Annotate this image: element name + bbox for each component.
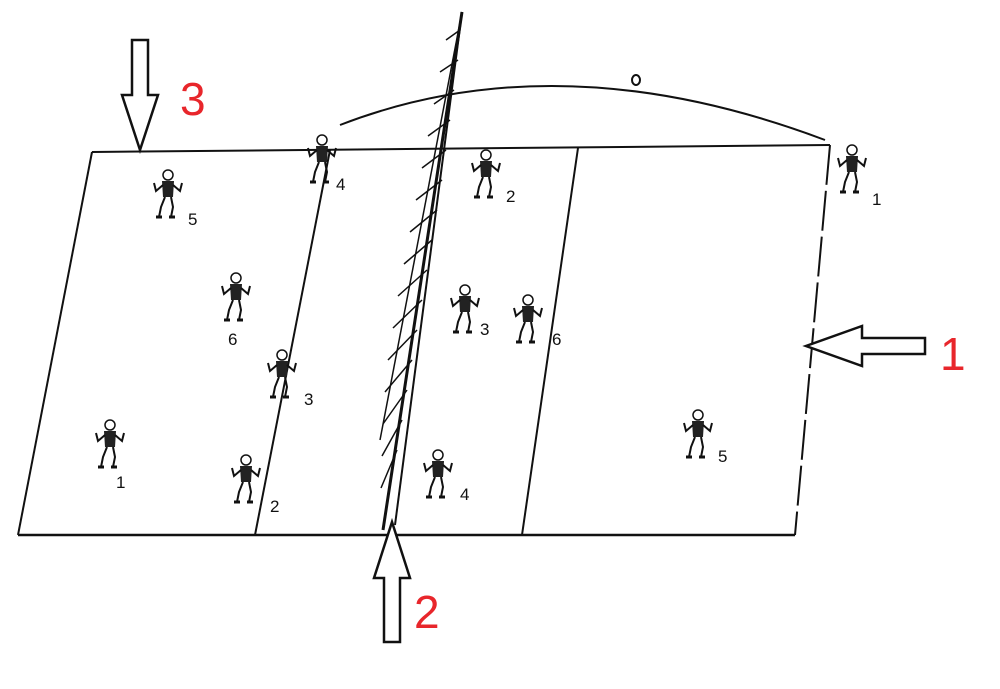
player-right-1: 1 xyxy=(836,143,881,209)
court-right-line xyxy=(794,144,831,536)
svg-text:6: 6 xyxy=(228,330,237,349)
svg-text:1: 1 xyxy=(872,190,881,209)
court-top-line xyxy=(91,144,831,153)
player-left-5: 5 xyxy=(152,168,197,229)
svg-text:5: 5 xyxy=(188,210,197,229)
svg-text:5: 5 xyxy=(718,447,727,466)
svg-text:6: 6 xyxy=(552,330,561,349)
attack-line-right xyxy=(521,147,579,536)
player-right-3: 3 xyxy=(449,283,489,339)
player-left-2: 2 xyxy=(230,453,279,516)
svg-text:4: 4 xyxy=(336,175,345,194)
player-left-4: 4 xyxy=(306,133,345,194)
svg-text:3: 3 xyxy=(304,390,313,409)
svg-text:4: 4 xyxy=(460,485,469,504)
net xyxy=(379,11,464,531)
player-left-1: 1 xyxy=(94,418,126,492)
attack-line-left xyxy=(254,149,331,536)
svg-text:2: 2 xyxy=(270,497,279,516)
ball-trajectory xyxy=(339,85,826,141)
ball xyxy=(631,74,641,86)
right-team: 2 3 6 4 5 1 xyxy=(422,143,881,504)
court-left-line xyxy=(17,151,93,536)
arrow-2-icon xyxy=(372,517,412,644)
player-right-2: 2 xyxy=(470,148,515,206)
callout-3-label: 3 xyxy=(180,73,206,125)
arrow-1-icon xyxy=(802,324,927,368)
callout-2-label: 2 xyxy=(414,586,440,638)
player-left-6: 6 xyxy=(220,271,252,349)
callout-1-label: 1 xyxy=(940,328,966,380)
arrow-3-icon xyxy=(120,38,160,155)
left-team: 5 4 6 3 1 2 xyxy=(94,133,345,516)
svg-text:2: 2 xyxy=(506,187,515,206)
player-right-4: 4 xyxy=(422,448,469,504)
player-left-3: 3 xyxy=(266,348,313,409)
svg-text:1: 1 xyxy=(116,473,125,492)
svg-text:3: 3 xyxy=(480,320,489,339)
player-right-6: 6 xyxy=(512,293,561,349)
player-right-5: 5 xyxy=(682,408,727,466)
court xyxy=(17,144,831,537)
